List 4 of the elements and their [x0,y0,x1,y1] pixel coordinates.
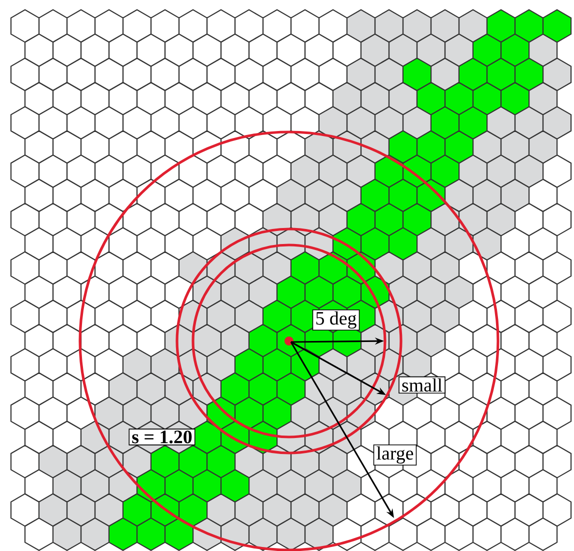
text-label: large [373,444,417,466]
text-label: small [398,376,446,394]
text-label: 5 deg [312,309,360,330]
text-label: s = 1.20 [128,428,196,446]
